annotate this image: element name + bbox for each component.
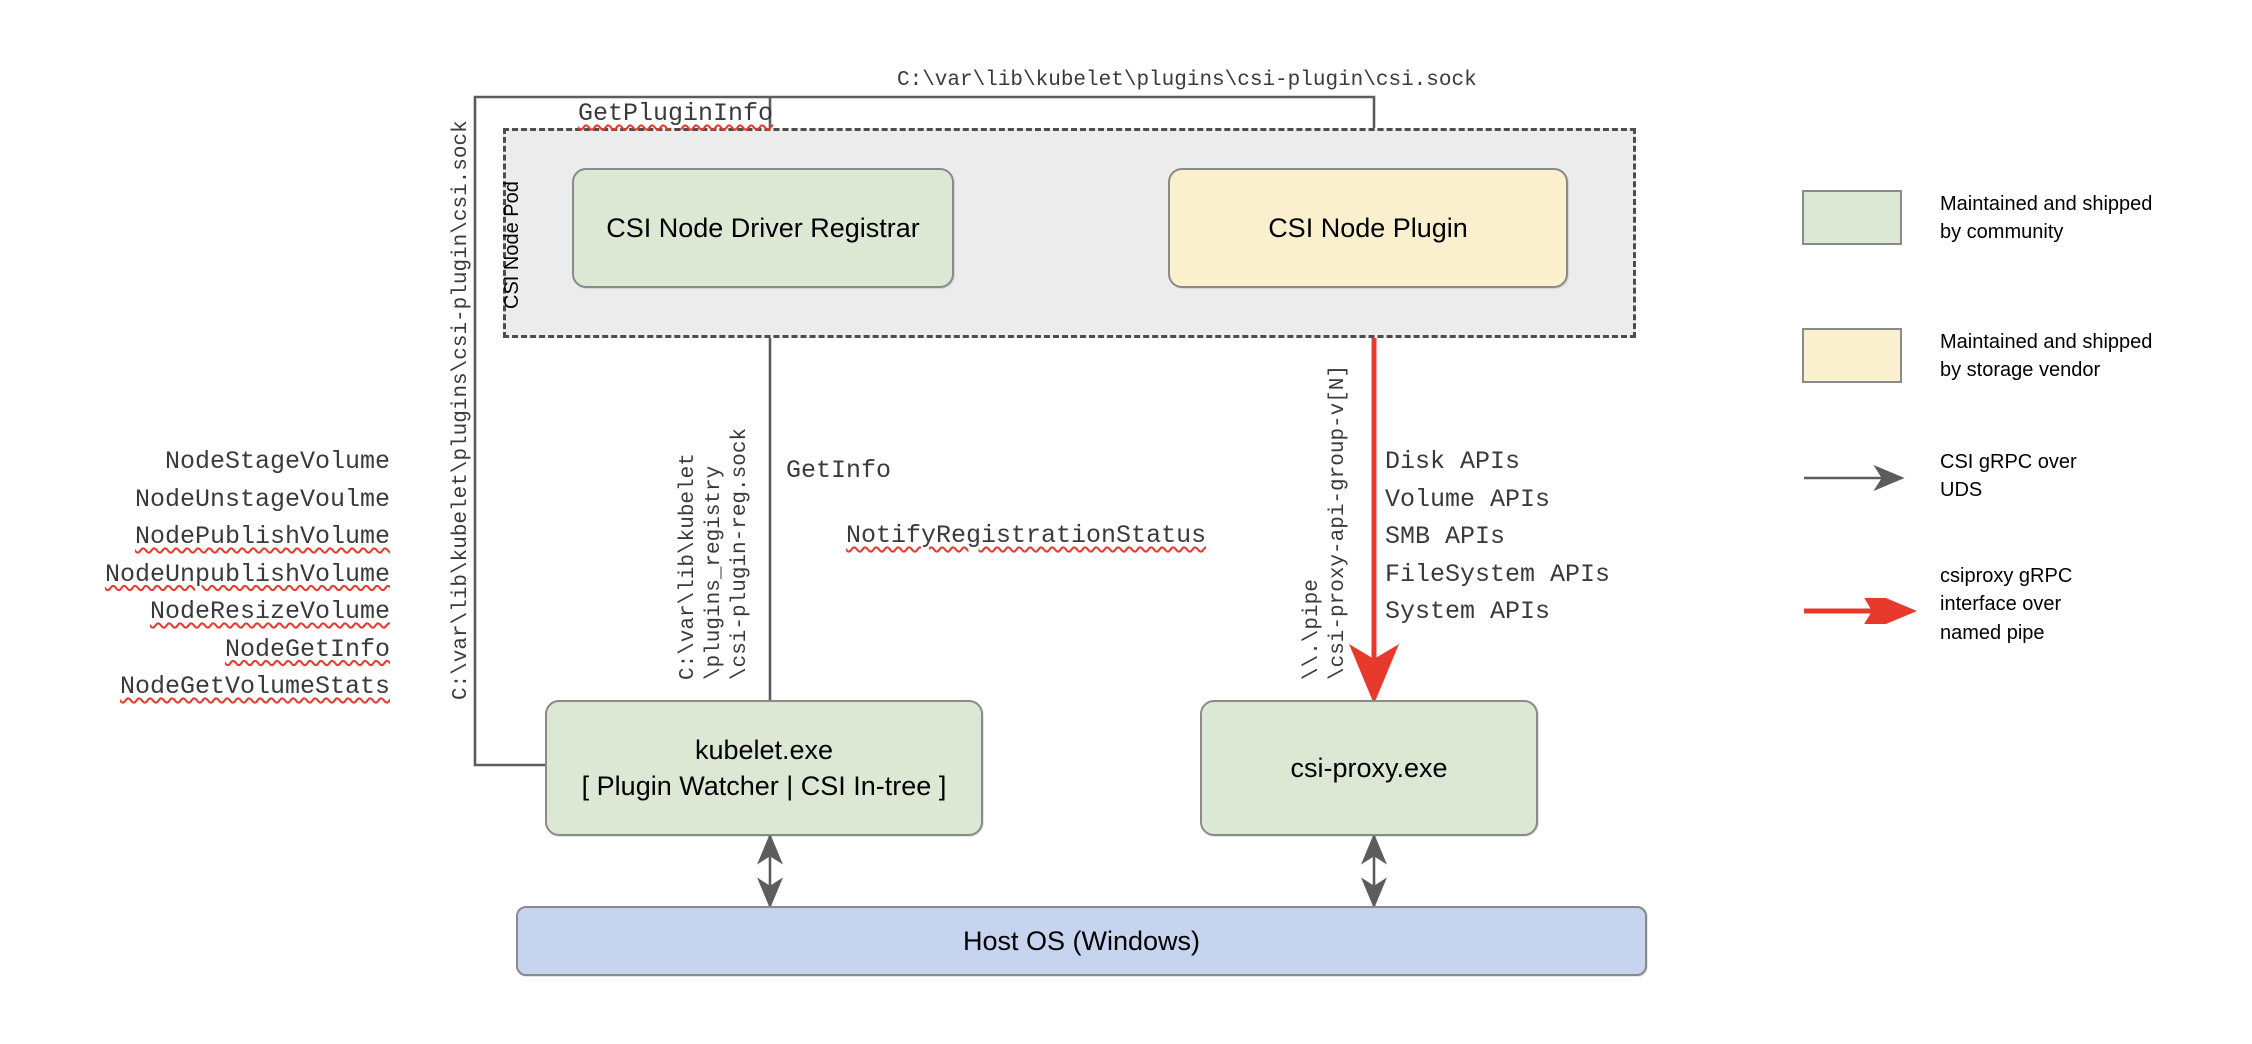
label-named-pipe-line1: \\.\pipe	[1301, 579, 1324, 680]
csi-node-rpc-label: NodePublishVolume	[134, 522, 390, 551]
node-kubelet-line1: kubelet.exe	[694, 734, 834, 765]
label-csi-sock-path-vertical: C:\var\lib\kubelet\plugins\csi-plugin\cs…	[450, 120, 473, 700]
csi-node-rpc-label: NodeGetInfo	[224, 634, 390, 664]
node-csi-node-driver-registrar[interactable]: CSI Node Driver Registrar	[572, 168, 954, 288]
legend-swatch-vendor	[1802, 328, 1902, 383]
csi-node-rpc-label: NodeGetVolumeStats	[119, 672, 390, 701]
label-registry-sock-line2: \plugins_registry	[703, 465, 726, 680]
node-kubelet-line2: [ Plugin Watcher | CSI In-tree ]	[581, 771, 947, 801]
csi-node-rpc-label: NodeUnstageVoulme	[134, 484, 390, 514]
node-host-os-label: Host OS (Windows)	[962, 925, 1201, 956]
csi-node-rpc-item: NodeUnstageVoulme	[100, 481, 390, 519]
node-csi-node-driver-registrar-label: CSI Node Driver Registrar	[606, 212, 920, 243]
csi-node-rpc-item: NodeResizeVolume	[100, 593, 390, 631]
csi-node-rpc-item: NodePublishVolume	[100, 518, 390, 556]
csi-node-pod-label: CSI Node Pod	[501, 181, 523, 309]
legend-label-community: Maintained and shipped by community	[1940, 193, 2153, 244]
csi-node-rpc-label: NodeStageVolume	[164, 447, 390, 476]
legend-label-vendor: Maintained and shipped by storage vendor	[1940, 331, 2153, 382]
node-csi-proxy[interactable]: csi-proxy.exe	[1200, 700, 1538, 836]
csi-node-rpc-item: NodeUnpublishVolume	[100, 556, 390, 594]
label-getinfo: GetInfo	[786, 456, 892, 485]
csi-proxy-api-item: System APIs	[1385, 597, 1551, 626]
csi-node-rpc-label: NodeUnpublishVolume	[104, 559, 390, 589]
csi-proxy-api-item: Disk APIs	[1385, 447, 1521, 476]
csi-proxy-api-item: Volume APIs	[1385, 484, 1551, 514]
legend-label-csiproxy: csiproxy gRPC interface over named pipe	[1940, 565, 2073, 644]
legend-swatch-community	[1802, 190, 1902, 245]
legend-arrow-csiproxy-icon	[1804, 598, 1917, 624]
label-registry-sock-line1: C:\var\lib\kubelet	[677, 453, 700, 680]
label-named-pipe-line2: \csi-proxy-api-group-v[N]	[1327, 364, 1350, 680]
node-csi-node-plugin-label: CSI Node Plugin	[1268, 212, 1468, 243]
csi-node-rpc-item: NodeGetVolumeStats	[100, 668, 390, 706]
legend: Maintained and shipped by community Main…	[1802, 180, 2222, 700]
label-csi-sock-path-top: C:\var\lib\kubelet\plugins\csi-plugin\cs…	[897, 69, 1477, 92]
csi-proxy-api-item: SMB APIs	[1385, 522, 1506, 551]
csi-node-rpc-label: NodeResizeVolume	[149, 597, 390, 626]
node-csi-node-plugin[interactable]: CSI Node Plugin	[1168, 168, 1568, 288]
legend-arrow-uds-icon	[1804, 465, 1905, 491]
node-csi-proxy-label: csi-proxy.exe	[1290, 752, 1448, 783]
csi-node-rpc-item: NodeGetInfo	[100, 631, 390, 669]
csi-node-rpc-item: NodeStageVolume	[100, 443, 390, 481]
label-getplugininfo: GetPluginInfo	[578, 99, 774, 128]
label-registry-sock-line3: \csi-plugin-reg.sock	[729, 427, 752, 680]
node-kubelet[interactable]: kubelet.exe [ Plugin Watcher | CSI In-tr…	[545, 700, 983, 836]
legend-label-uds: CSI gRPC over UDS	[1940, 451, 2077, 502]
node-host-os[interactable]: Host OS (Windows)	[516, 906, 1647, 976]
csi-proxy-api-item: FileSystem APIs	[1385, 559, 1611, 589]
label-notifyregistrationstatus: NotifyRegistrationStatus	[846, 521, 1207, 550]
